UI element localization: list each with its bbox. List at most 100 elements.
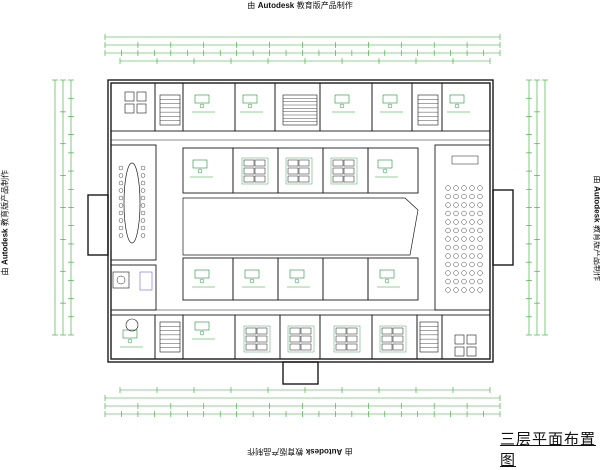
workstation xyxy=(347,344,357,350)
training-seat xyxy=(462,220,467,225)
training-seat xyxy=(454,288,459,293)
workstation xyxy=(382,336,392,342)
balcony-right xyxy=(493,190,513,265)
desk xyxy=(335,95,349,103)
desk xyxy=(450,95,464,103)
workstation xyxy=(299,176,309,182)
desk xyxy=(123,330,137,338)
training-seat xyxy=(462,271,467,276)
room-lower-mid xyxy=(278,258,323,300)
room-upper-mid xyxy=(183,148,233,193)
desk xyxy=(243,95,257,103)
training-seat xyxy=(446,228,451,233)
training-seat xyxy=(462,203,467,208)
workstation xyxy=(347,336,357,342)
drawing-title: 三层平面布置图 xyxy=(500,428,600,470)
training-seat xyxy=(470,237,475,242)
meeting-chair xyxy=(119,204,123,208)
training-seat xyxy=(446,254,451,259)
workstation xyxy=(301,336,311,342)
training-seat xyxy=(454,262,459,267)
training-table xyxy=(452,156,478,164)
chair xyxy=(128,339,132,343)
workstation xyxy=(344,176,354,182)
table-block xyxy=(137,92,146,101)
training-seat xyxy=(478,228,483,233)
training-seat xyxy=(446,271,451,276)
training-seat xyxy=(454,194,459,199)
room-top xyxy=(320,83,372,131)
room-bottom xyxy=(442,315,490,359)
room-top xyxy=(111,83,155,131)
meeting-chair xyxy=(119,174,123,178)
desk xyxy=(380,270,394,278)
training-seat xyxy=(454,211,459,216)
training-seat xyxy=(454,220,459,225)
meeting-chair xyxy=(119,234,123,238)
training-seat xyxy=(478,254,483,259)
table-block xyxy=(455,347,464,356)
workstation xyxy=(333,176,343,182)
room-training xyxy=(435,145,490,310)
meeting-chair xyxy=(141,204,145,208)
workstation xyxy=(244,160,254,166)
training-seat xyxy=(454,279,459,284)
stair xyxy=(418,95,438,125)
table-block xyxy=(137,104,146,113)
workstation xyxy=(257,344,267,350)
desk xyxy=(195,270,209,278)
training-seat xyxy=(462,245,467,250)
floor-plan-drawing xyxy=(0,0,600,455)
table-block xyxy=(455,335,464,344)
workstation xyxy=(347,328,357,334)
meeting-chair xyxy=(141,189,145,193)
training-seat xyxy=(462,262,467,267)
desk xyxy=(383,95,397,103)
workstation xyxy=(299,168,309,174)
room-top xyxy=(235,83,275,131)
chair xyxy=(248,104,252,108)
stair xyxy=(283,95,317,125)
room-top xyxy=(412,83,442,131)
training-seat xyxy=(454,245,459,250)
training-seat xyxy=(470,228,475,233)
lounge-table xyxy=(126,319,138,331)
workstation xyxy=(255,168,265,174)
training-seat xyxy=(470,203,475,208)
workstation xyxy=(246,328,256,334)
chair xyxy=(200,331,204,335)
training-seat xyxy=(478,288,483,293)
chair xyxy=(200,279,204,283)
meeting-chair xyxy=(141,181,145,185)
meeting-chair xyxy=(119,181,123,185)
workstation xyxy=(290,344,300,350)
chair xyxy=(385,279,389,283)
wc-fixture xyxy=(113,272,129,288)
training-seat xyxy=(446,203,451,208)
meeting-chair xyxy=(141,219,145,223)
training-seat xyxy=(446,279,451,284)
stair xyxy=(420,322,438,352)
stair xyxy=(160,322,180,352)
training-seat xyxy=(454,271,459,276)
workstation xyxy=(344,160,354,166)
balcony-left xyxy=(88,195,108,255)
room-top xyxy=(155,83,183,131)
workstation xyxy=(246,344,256,350)
training-seat xyxy=(446,220,451,225)
chair xyxy=(383,169,387,173)
training-seat xyxy=(478,211,483,216)
training-seat xyxy=(470,262,475,267)
training-seat xyxy=(470,220,475,225)
training-seat xyxy=(478,186,483,191)
workstation xyxy=(288,176,298,182)
training-seat xyxy=(478,245,483,250)
training-seat xyxy=(470,186,475,191)
training-seat xyxy=(470,194,475,199)
training-seat xyxy=(446,245,451,250)
training-seat xyxy=(446,288,451,293)
desk xyxy=(245,270,259,278)
watermark-right: 由 Autodesk 教育版产品制作 xyxy=(592,176,600,276)
meeting-chair xyxy=(119,219,123,223)
meeting-chair xyxy=(119,211,123,215)
